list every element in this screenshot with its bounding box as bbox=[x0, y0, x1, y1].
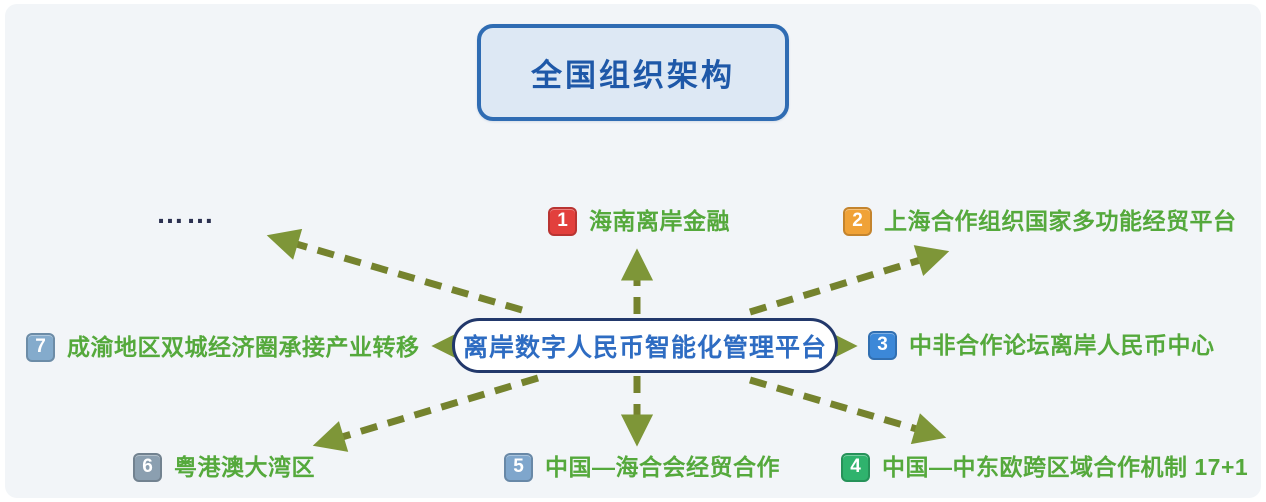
branch-2-label: 上海合作组织国家多功能经贸平台 bbox=[884, 208, 1237, 234]
branch-item-2: 2 上海合作组织国家多功能经贸平台 bbox=[843, 206, 1237, 236]
branch-1-number-badge: 1 bbox=[548, 206, 577, 236]
branch-4-number-badge: 4 bbox=[841, 452, 870, 482]
branch-item-7: 7 成渝地区双城经济圈承接产业转移 bbox=[26, 332, 420, 362]
branch-2-number-badge: 2 bbox=[843, 206, 872, 236]
branch-item-4: 4 中国—中东欧跨区域合作机制 17+1 bbox=[841, 452, 1248, 482]
branch-7-label: 成渝地区双城经济圈承接产业转移 bbox=[67, 334, 420, 360]
branch-5-label: 中国—海合会经贸合作 bbox=[545, 454, 780, 480]
center-node: 离岸数字人民币智能化管理平台 bbox=[452, 318, 838, 373]
branch-4-label: 中国—中东欧跨区域合作机制 17+1 bbox=[882, 454, 1249, 480]
center-node-label: 离岸数字人民币智能化管理平台 bbox=[462, 333, 827, 362]
branch-item-3: 3 中非合作论坛离岸人民币中心 bbox=[868, 330, 1215, 360]
branch-1-label: 海南离岸金融 bbox=[589, 208, 730, 234]
branch-3-label: 中非合作论坛离岸人民币中心 bbox=[909, 332, 1215, 358]
branch-item-1: 1 海南离岸金融 bbox=[548, 206, 730, 236]
ellipsis-label: …… bbox=[156, 198, 216, 229]
branch-item-5: 5 中国—海合会经贸合作 bbox=[504, 452, 780, 482]
diagram-title-label: 全国组织架构 bbox=[531, 58, 735, 93]
branch-item-6: 6 粤港澳大湾区 bbox=[133, 452, 315, 482]
branch-5-number-badge: 5 bbox=[504, 452, 533, 482]
branch-6-number-badge: 6 bbox=[133, 452, 162, 482]
diagram-title: 全国组织架构 bbox=[477, 24, 789, 121]
branch-7-number-badge: 7 bbox=[26, 332, 55, 362]
branch-3-number-badge: 3 bbox=[868, 330, 897, 360]
branch-6-label: 粤港澳大湾区 bbox=[174, 454, 315, 480]
